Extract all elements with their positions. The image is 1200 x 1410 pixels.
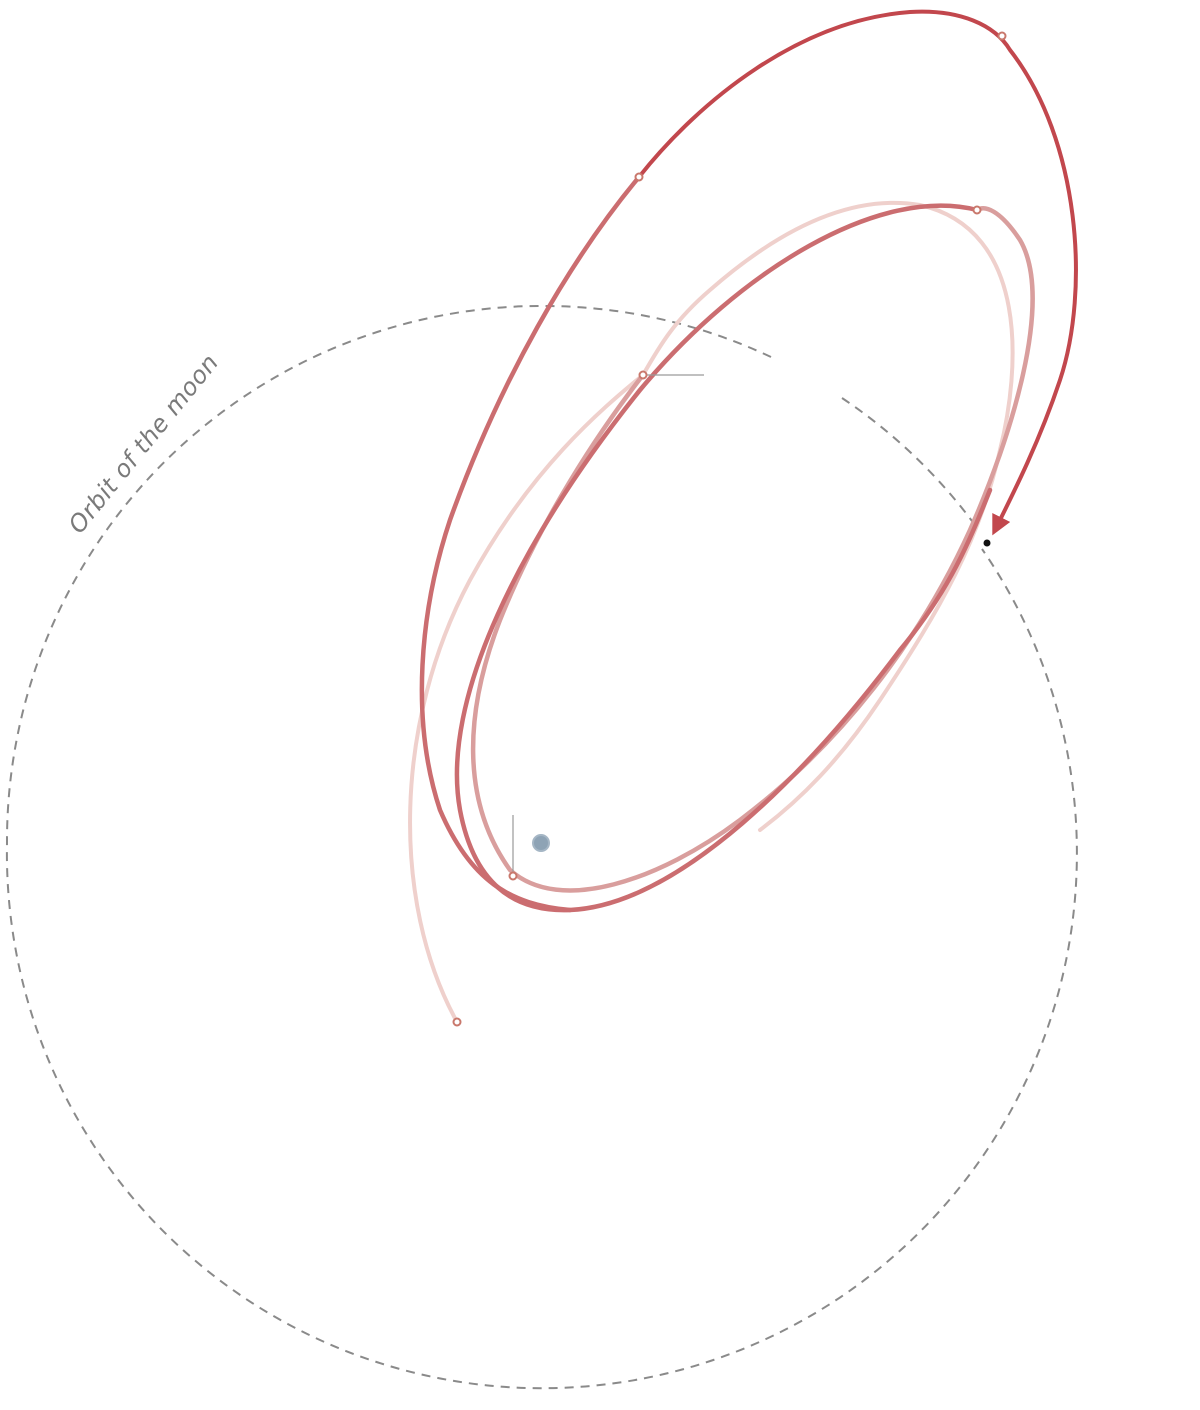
marker-perigee	[508, 871, 518, 881]
earth	[532, 834, 550, 852]
marker-apogee-inner	[972, 205, 982, 215]
marker-launch	[452, 1017, 462, 1027]
marker-outer-top	[997, 31, 1007, 41]
moon-orbit-label: Orbit of the moon	[63, 349, 224, 539]
moon-intercept-point	[983, 539, 991, 547]
trajectory-phase-4-outer	[637, 9, 1078, 536]
orbit-markers	[452, 31, 1007, 1027]
marker-outer-left	[634, 172, 644, 182]
trajectory-phase-1	[408, 200, 1015, 1024]
marker-crossover	[638, 370, 648, 380]
trajectory-phase-4-lower	[419, 174, 642, 913]
moon-orbit	[5, 304, 1078, 1390]
trajectory-phase-3	[454, 203, 993, 913]
trajectory-phase-2	[470, 206, 1035, 893]
